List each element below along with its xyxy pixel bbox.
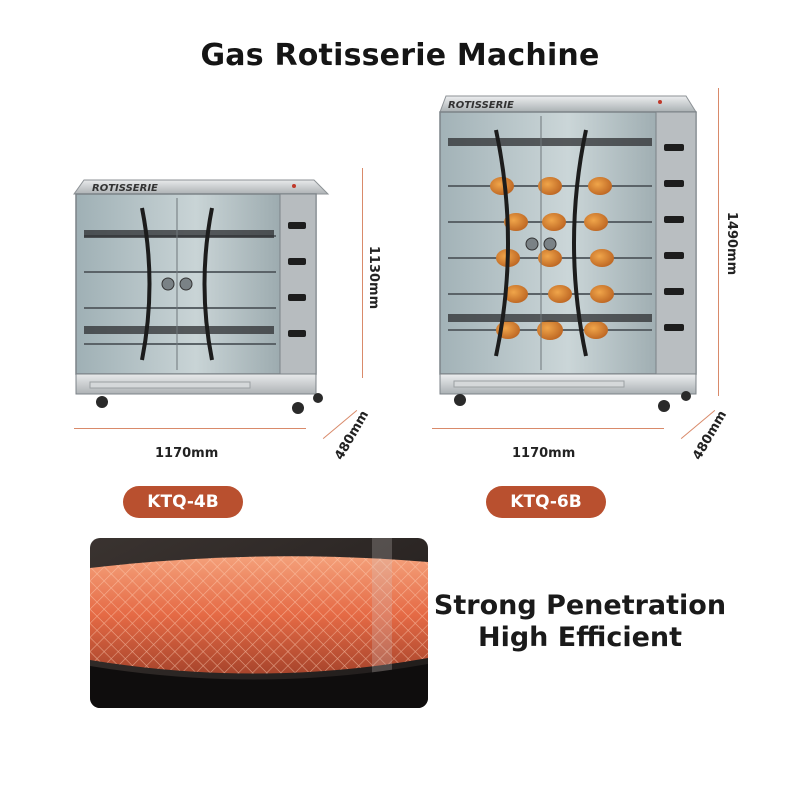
infrared-burner-image — [90, 538, 428, 708]
model-badge-ktq-6b: KTQ-6B — [486, 486, 606, 518]
slogan-line-2: High Efficient — [477, 622, 683, 653]
height-line-6b — [718, 88, 719, 396]
brand-label-4b: ROTISSERIE — [92, 183, 158, 194]
brand-label-6b: ROTISSERIE — [448, 100, 514, 111]
chickens-6b — [490, 177, 614, 340]
slogan-line-1: Strong Penetration — [433, 590, 727, 621]
control-knobs-4b — [288, 222, 306, 337]
height-line-4b — [362, 168, 363, 378]
burner-illustration — [90, 538, 428, 708]
machine-illustration-6b: ROTISSERIE — [439, 95, 697, 412]
rotisserie-machine-ktq-4b: ROTISSERIE — [62, 160, 402, 460]
width-line-4b — [74, 428, 306, 429]
width-label-6b: 1170mm — [512, 446, 576, 461]
machine-illustration-4b: ROTISSERIE — [73, 179, 330, 414]
height-label-4b: 1130mm — [366, 245, 382, 310]
model-badge-ktq-4b: KTQ-4B — [123, 486, 243, 518]
control-knobs-6b — [664, 144, 684, 331]
rotisserie-machine-ktq-6b: ROTISSERIE — [420, 78, 780, 468]
width-line-6b — [432, 428, 664, 429]
page-title: Gas Rotisserie Machine — [200, 38, 600, 73]
width-label-4b: 1170mm — [155, 446, 219, 461]
height-label-6b: 1490mm — [724, 211, 740, 276]
